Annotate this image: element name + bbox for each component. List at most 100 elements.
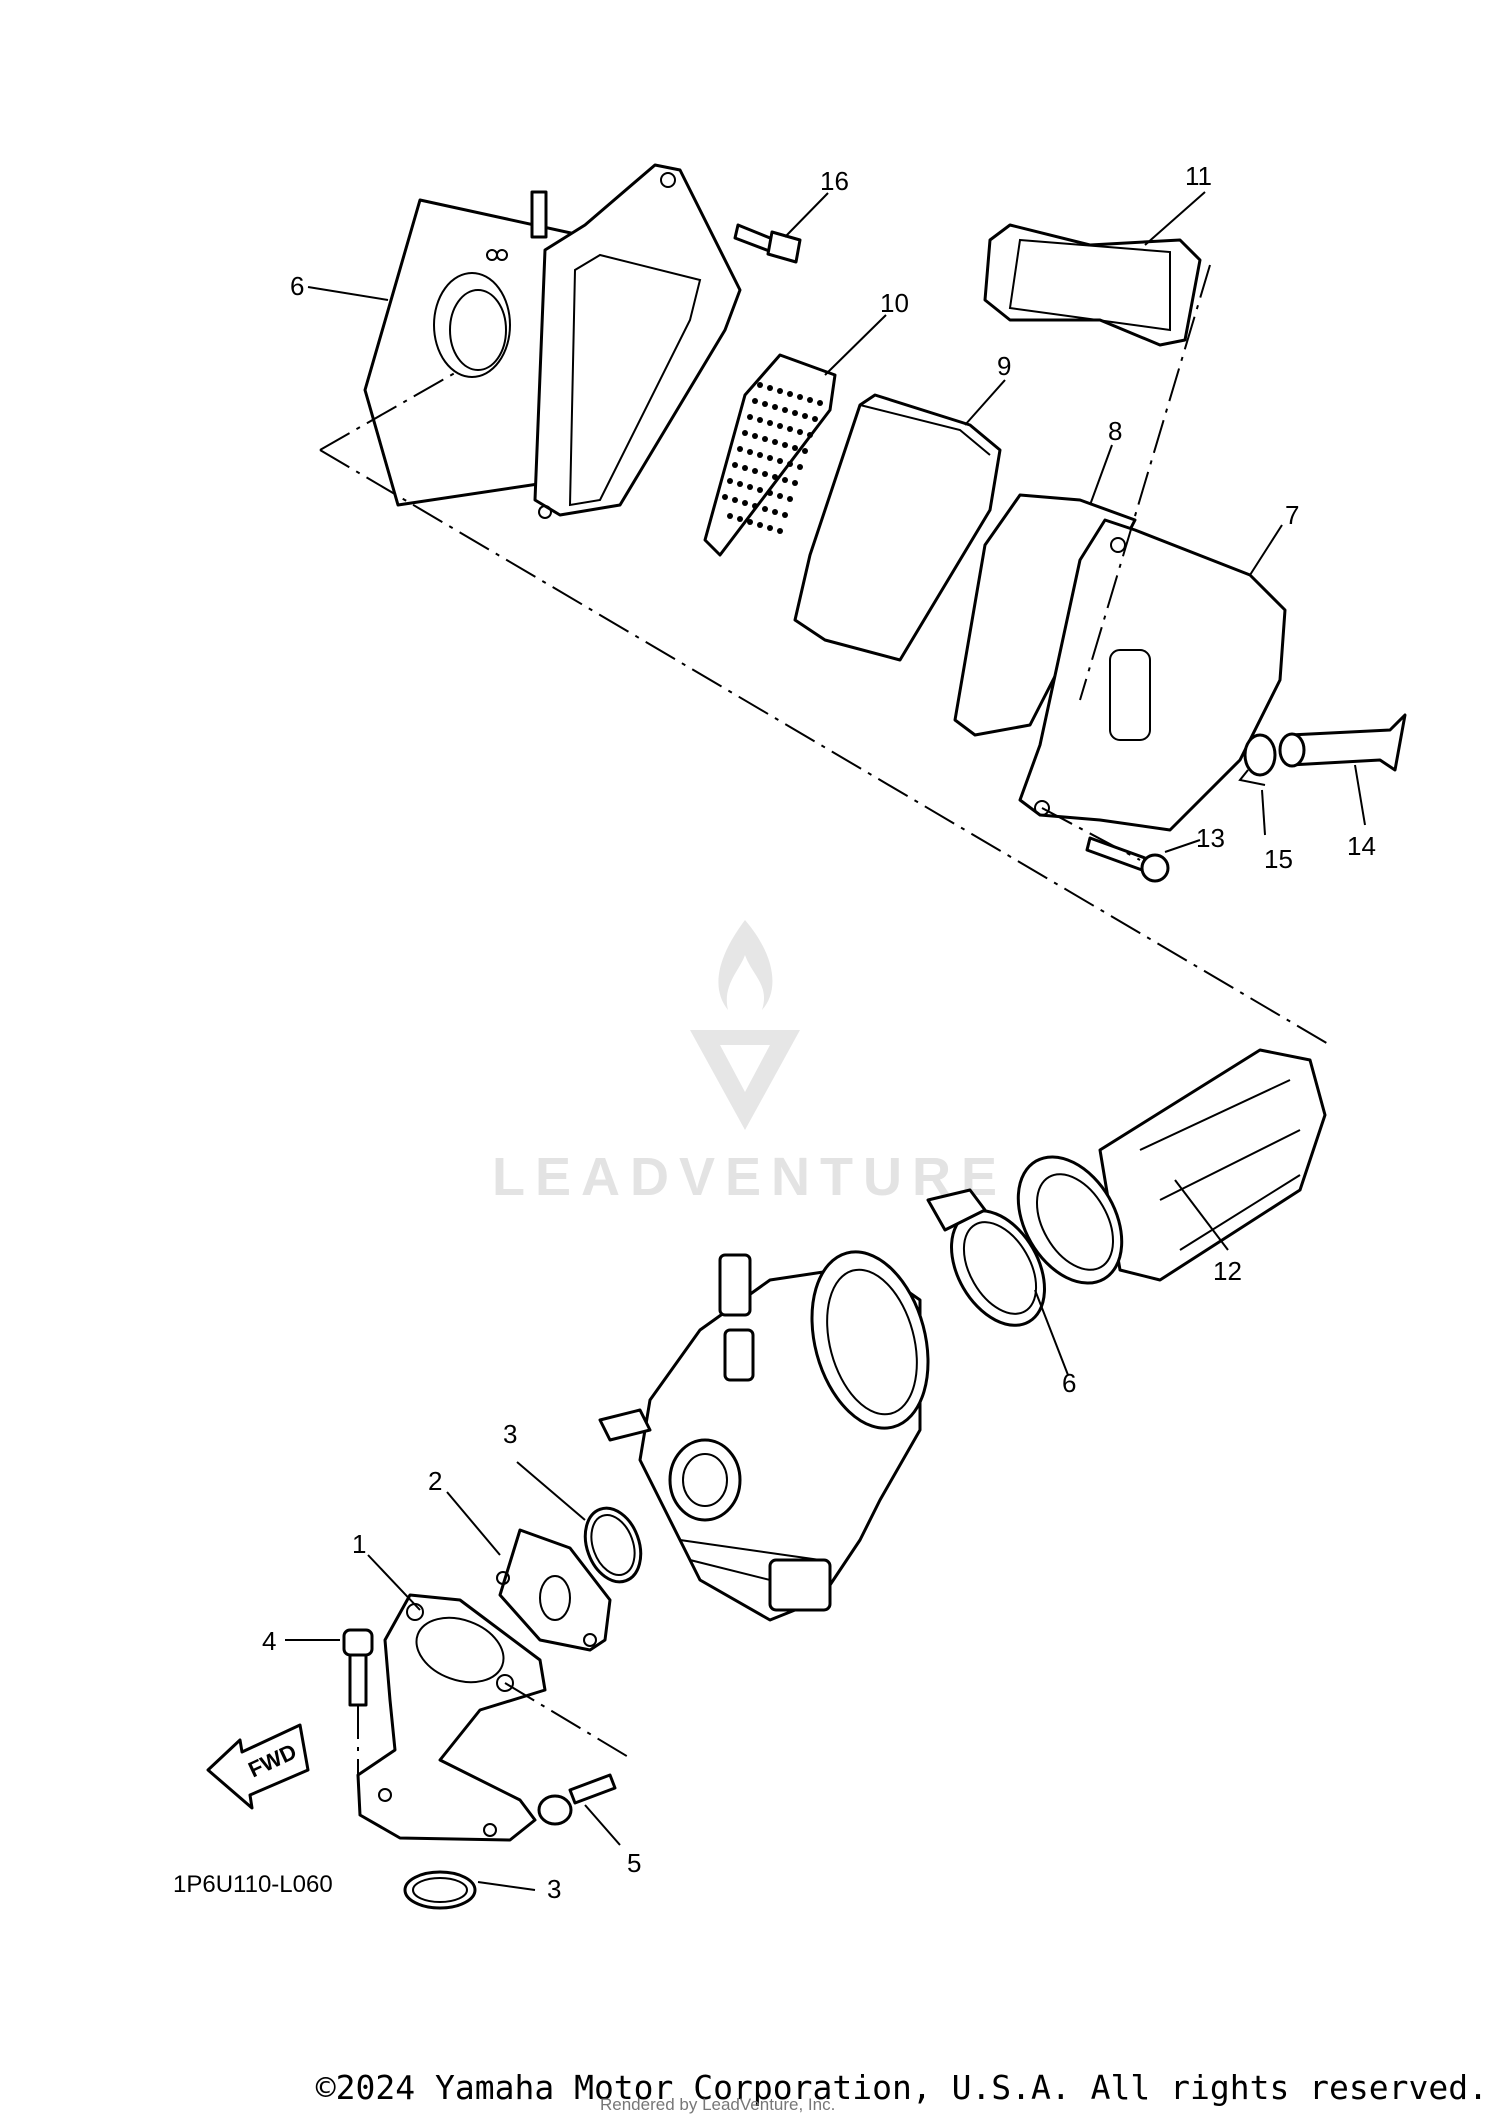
callout-1[interactable]: 1	[352, 1529, 366, 1559]
screen-hole	[777, 458, 783, 464]
screen-hole	[737, 481, 743, 487]
part-15-hose[interactable]	[1278, 713, 1407, 772]
screen-hole	[732, 497, 738, 503]
callout-9[interactable]: 8	[1108, 416, 1122, 446]
screen-hole	[752, 398, 758, 404]
screen-hole	[777, 388, 783, 394]
callout-labels: 6 7 8 9 10 11 12 13 14 15 16 6 3 2 1 4 5…	[262, 161, 1376, 1904]
watermark-v-icon	[690, 1030, 800, 1130]
screen-hole	[777, 493, 783, 499]
callout-3-lower[interactable]: 3	[547, 1874, 561, 1904]
screen-hole	[757, 417, 763, 423]
part-7-case[interactable]	[363, 190, 582, 507]
alignment-line-top	[319, 449, 1331, 1046]
callout-11[interactable]: 10	[880, 288, 909, 318]
screen-hole	[757, 522, 763, 528]
figure-code: 1P6U110-L060	[173, 1871, 333, 1898]
screen-hole	[762, 471, 768, 477]
alignment-line-manifold	[504, 1682, 631, 1759]
watermark-brand-text: LEADVENTURE	[492, 1147, 1007, 1207]
callout-16[interactable]: 15	[1264, 844, 1293, 874]
watermark-flame-icon	[718, 920, 773, 1010]
screen-hole	[727, 478, 733, 484]
fwd-arrow-icon: FWD	[206, 1723, 310, 1810]
screen-hole	[757, 382, 763, 388]
screen-hole	[752, 433, 758, 439]
screen-hole	[782, 407, 788, 413]
screen-hole	[807, 397, 813, 403]
screen-hole	[767, 455, 773, 461]
screen-hole	[792, 445, 798, 451]
screen-hole	[752, 468, 758, 474]
callout-13[interactable]: 12	[1213, 1256, 1242, 1286]
screen-hole	[772, 439, 778, 445]
alignment-line-screw	[1041, 807, 1141, 861]
screen-hole	[772, 509, 778, 515]
part-16-clip[interactable]	[1238, 733, 1277, 786]
callout-6[interactable]: 6	[1062, 1368, 1076, 1398]
screen-hole	[752, 503, 758, 509]
screen-hole	[792, 480, 798, 486]
part-11-screen[interactable]	[703, 353, 837, 557]
screen-hole	[787, 426, 793, 432]
part-4-bolt[interactable]	[342, 1628, 374, 1707]
screen-hole	[777, 528, 783, 534]
callout-7[interactable]: 6	[290, 271, 304, 301]
part-17-bolt[interactable]	[733, 223, 802, 264]
screen-hole	[757, 452, 763, 458]
part-13-intake-joint[interactable]	[997, 1048, 1327, 1301]
callout-14[interactable]: 13	[1196, 823, 1225, 853]
screen-hole	[742, 465, 748, 471]
screen-hole	[747, 484, 753, 490]
screen-hole	[742, 500, 748, 506]
callout-8[interactable]: 7	[1285, 500, 1299, 530]
part-10-element[interactable]	[793, 393, 1002, 662]
callout-leaders	[285, 191, 1366, 1891]
screen-hole	[797, 429, 803, 435]
screen-hole	[737, 446, 743, 452]
screen-hole	[802, 448, 808, 454]
screen-hole	[762, 436, 768, 442]
part-5-bolt[interactable]	[537, 1773, 617, 1826]
screen-hole	[762, 401, 768, 407]
screen-hole	[767, 420, 773, 426]
callout-2[interactable]: 2	[428, 1466, 442, 1496]
screen-hole	[732, 462, 738, 468]
part-7-gasket-frame[interactable]	[533, 163, 742, 519]
part-3-o-ring-upper[interactable]	[576, 1500, 651, 1589]
screen-hole	[782, 477, 788, 483]
screen-hole	[787, 391, 793, 397]
part-2-gasket[interactable]	[496, 1528, 612, 1652]
callout-17[interactable]: 16	[820, 166, 849, 196]
part-1-manifold[interactable]	[356, 1593, 547, 1842]
screen-hole	[807, 432, 813, 438]
part-12-joint[interactable]	[983, 223, 1202, 347]
part-3-o-ring-lower[interactable]	[403, 1870, 477, 1910]
screen-hole	[767, 490, 773, 496]
callout-15[interactable]: 14	[1347, 831, 1376, 861]
carburetor-assembly	[598, 1250, 930, 1622]
screen-hole	[737, 516, 743, 522]
screen-hole	[772, 474, 778, 480]
callout-4[interactable]: 4	[262, 1626, 276, 1656]
screen-hole	[812, 416, 818, 422]
screen-hole	[747, 449, 753, 455]
screen-hole	[797, 464, 803, 470]
callout-3-upper[interactable]: 3	[503, 1419, 517, 1449]
screen-hole	[722, 494, 728, 500]
screen-hole	[787, 496, 793, 502]
leadventure-watermark: LEADVENTURE	[492, 920, 1007, 1207]
screen-hole	[767, 385, 773, 391]
screen-hole	[782, 442, 788, 448]
screen-hole	[772, 404, 778, 410]
screen-hole	[762, 506, 768, 512]
screen-hole	[792, 410, 798, 416]
part-14-screw[interactable]	[1085, 836, 1170, 883]
callout-5[interactable]: 5	[627, 1848, 641, 1878]
callout-12[interactable]: 11	[1185, 161, 1212, 191]
screen-hole	[777, 423, 783, 429]
copyright-notice: ©2024 Yamaha Motor Corporation, U.S.A. A…	[315, 2068, 1488, 2107]
part-6-clamp[interactable]	[926, 1188, 1064, 1342]
callout-10[interactable]: 9	[997, 351, 1011, 381]
